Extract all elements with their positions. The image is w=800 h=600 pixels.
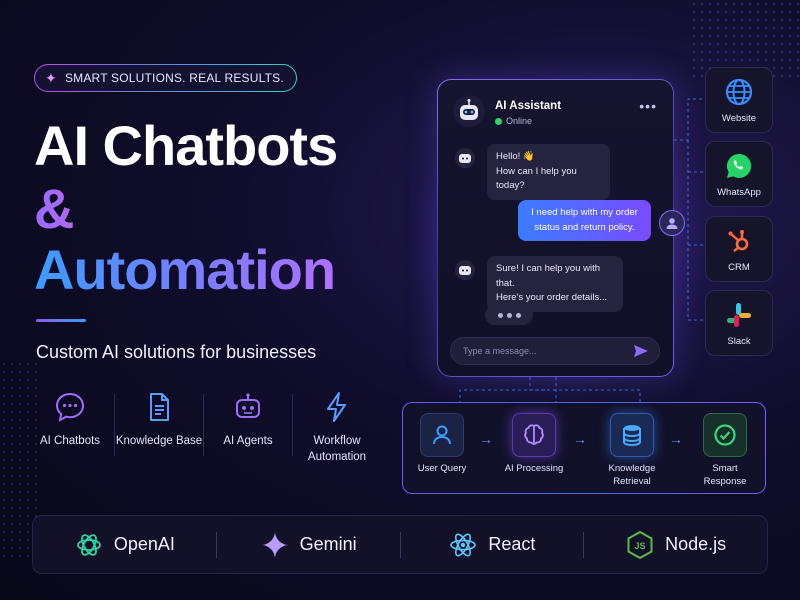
workflow-panel: User Query → AI Processing → Knowledge R… xyxy=(402,402,766,494)
more-options-icon[interactable]: ••• xyxy=(639,98,657,114)
divider xyxy=(114,394,115,456)
check-circle-icon xyxy=(703,413,747,457)
tech-nodejs: JS Node.js xyxy=(584,530,767,560)
bot-mini-avatar-icon xyxy=(455,260,475,280)
nodejs-icon: JS xyxy=(627,530,653,559)
tech-react: React xyxy=(401,530,584,560)
step-label: AI Processing xyxy=(504,463,564,474)
tech-label: Node.js xyxy=(665,534,727,554)
integration-whatsapp[interactable]: WhatsApp xyxy=(705,141,773,207)
tech-label: React xyxy=(488,534,536,554)
feature-label: Workflow Automation xyxy=(307,435,367,463)
integration-website[interactable]: Website xyxy=(705,67,773,133)
step-label: Smart Response xyxy=(703,463,747,487)
brain-icon xyxy=(512,413,556,457)
openai-icon xyxy=(76,533,101,556)
svg-text:JS: JS xyxy=(635,541,646,551)
bot-message: Sure! I can help you with that. Here's y… xyxy=(487,256,623,313)
integration-label: CRM xyxy=(728,261,750,273)
message-line: Here's your order details... xyxy=(496,292,608,304)
chat-status: Online xyxy=(495,116,532,126)
user-icon xyxy=(420,413,464,457)
step-label: Knowledge Retrieval xyxy=(608,463,656,487)
workflow-step-knowledge-retrieval: Knowledge Retrieval xyxy=(597,413,667,489)
tech-stack-bar: OpenAI Gemini React JS Node.js xyxy=(32,515,768,574)
hubspot-icon xyxy=(728,229,749,252)
integration-label: Website xyxy=(721,112,757,124)
document-icon xyxy=(150,393,169,421)
integration-label: WhatsApp xyxy=(717,186,761,198)
divider xyxy=(203,394,204,456)
slack-icon xyxy=(727,302,751,327)
typing-indicator xyxy=(485,305,533,325)
integration-crm[interactable]: CRM xyxy=(705,216,773,282)
message-line: How can I help you today? xyxy=(496,165,577,192)
chat-bubble-icon xyxy=(55,392,85,422)
status-text: Online xyxy=(506,116,533,126)
feature-list: AI Chatbots Knowledge Base AI Agents Wor… xyxy=(26,390,381,465)
message-input-bar xyxy=(450,337,660,365)
divider xyxy=(292,394,293,456)
tagline-badge: ✦ SMART SOLUTIONS. REAL RESULTS. xyxy=(34,64,297,92)
headline-line-1: AI Chatbots xyxy=(34,114,338,177)
arrow-right-icon: → xyxy=(573,431,587,447)
feature-ai-agents: AI Agents xyxy=(204,390,292,465)
message-input[interactable] xyxy=(463,338,623,364)
message-line: Sure! I can help you with that. xyxy=(496,263,601,289)
integration-label: Slack xyxy=(727,335,751,347)
feature-ai-chatbots: AI Chatbots xyxy=(26,390,114,465)
gemini-icon xyxy=(261,531,288,558)
dot-pattern xyxy=(690,0,800,80)
arrow-right-icon: → xyxy=(479,431,493,447)
divider xyxy=(399,531,401,558)
message-line: I need help with my order xyxy=(531,207,638,218)
robot-icon xyxy=(236,393,260,418)
whatsapp-icon xyxy=(726,153,752,178)
chat-title: AI Assistant xyxy=(495,100,562,112)
globe-icon xyxy=(725,78,753,105)
bot-mini-avatar-icon xyxy=(455,148,475,168)
headline-line-3: Automation xyxy=(34,238,336,301)
feature-label: AI Chatbots xyxy=(39,435,101,447)
database-icon xyxy=(610,413,654,457)
user-avatar-icon xyxy=(659,210,685,236)
arrow-right-icon: → xyxy=(669,431,683,447)
tech-openai: OpenAI xyxy=(33,530,216,560)
tech-label: OpenAI xyxy=(113,534,175,554)
sparkle-icon: ✦ xyxy=(45,69,57,86)
message-line: Hello! 👋 xyxy=(496,151,535,162)
subtitle: Custom AI solutions for businesses xyxy=(36,342,317,362)
headline-line-2: & xyxy=(34,177,74,240)
divider xyxy=(215,531,217,558)
bot-message: Hello! 👋 How can I help you today? xyxy=(487,144,610,201)
message-line: status and return policy. xyxy=(534,221,635,233)
feature-label: AI Agents xyxy=(223,435,273,447)
feature-label: Knowledge Base xyxy=(115,435,203,447)
tech-gemini: Gemini xyxy=(217,530,400,560)
react-icon xyxy=(450,533,477,556)
online-dot xyxy=(495,117,502,125)
divider xyxy=(583,531,585,558)
workflow-step-ai-processing: AI Processing xyxy=(499,413,569,476)
workflow-step-smart-response: Smart Response xyxy=(690,413,760,489)
bot-avatar-icon xyxy=(453,95,485,127)
workflow-step-user-query: User Query xyxy=(407,413,477,476)
tagline-text: SMART SOLUTIONS. REAL RESULTS. xyxy=(64,71,284,85)
user-message: I need help with my order status and ret… xyxy=(518,200,651,242)
integration-slack[interactable]: Slack xyxy=(705,290,773,356)
step-label: User Query xyxy=(417,463,467,474)
lightning-icon xyxy=(327,392,346,422)
send-icon[interactable] xyxy=(633,344,649,358)
feature-knowledge-base: Knowledge Base xyxy=(115,390,203,465)
feature-workflow-automation: Workflow Automation xyxy=(293,390,381,465)
headline-underline xyxy=(36,319,86,322)
tech-label: Gemini xyxy=(299,534,357,554)
